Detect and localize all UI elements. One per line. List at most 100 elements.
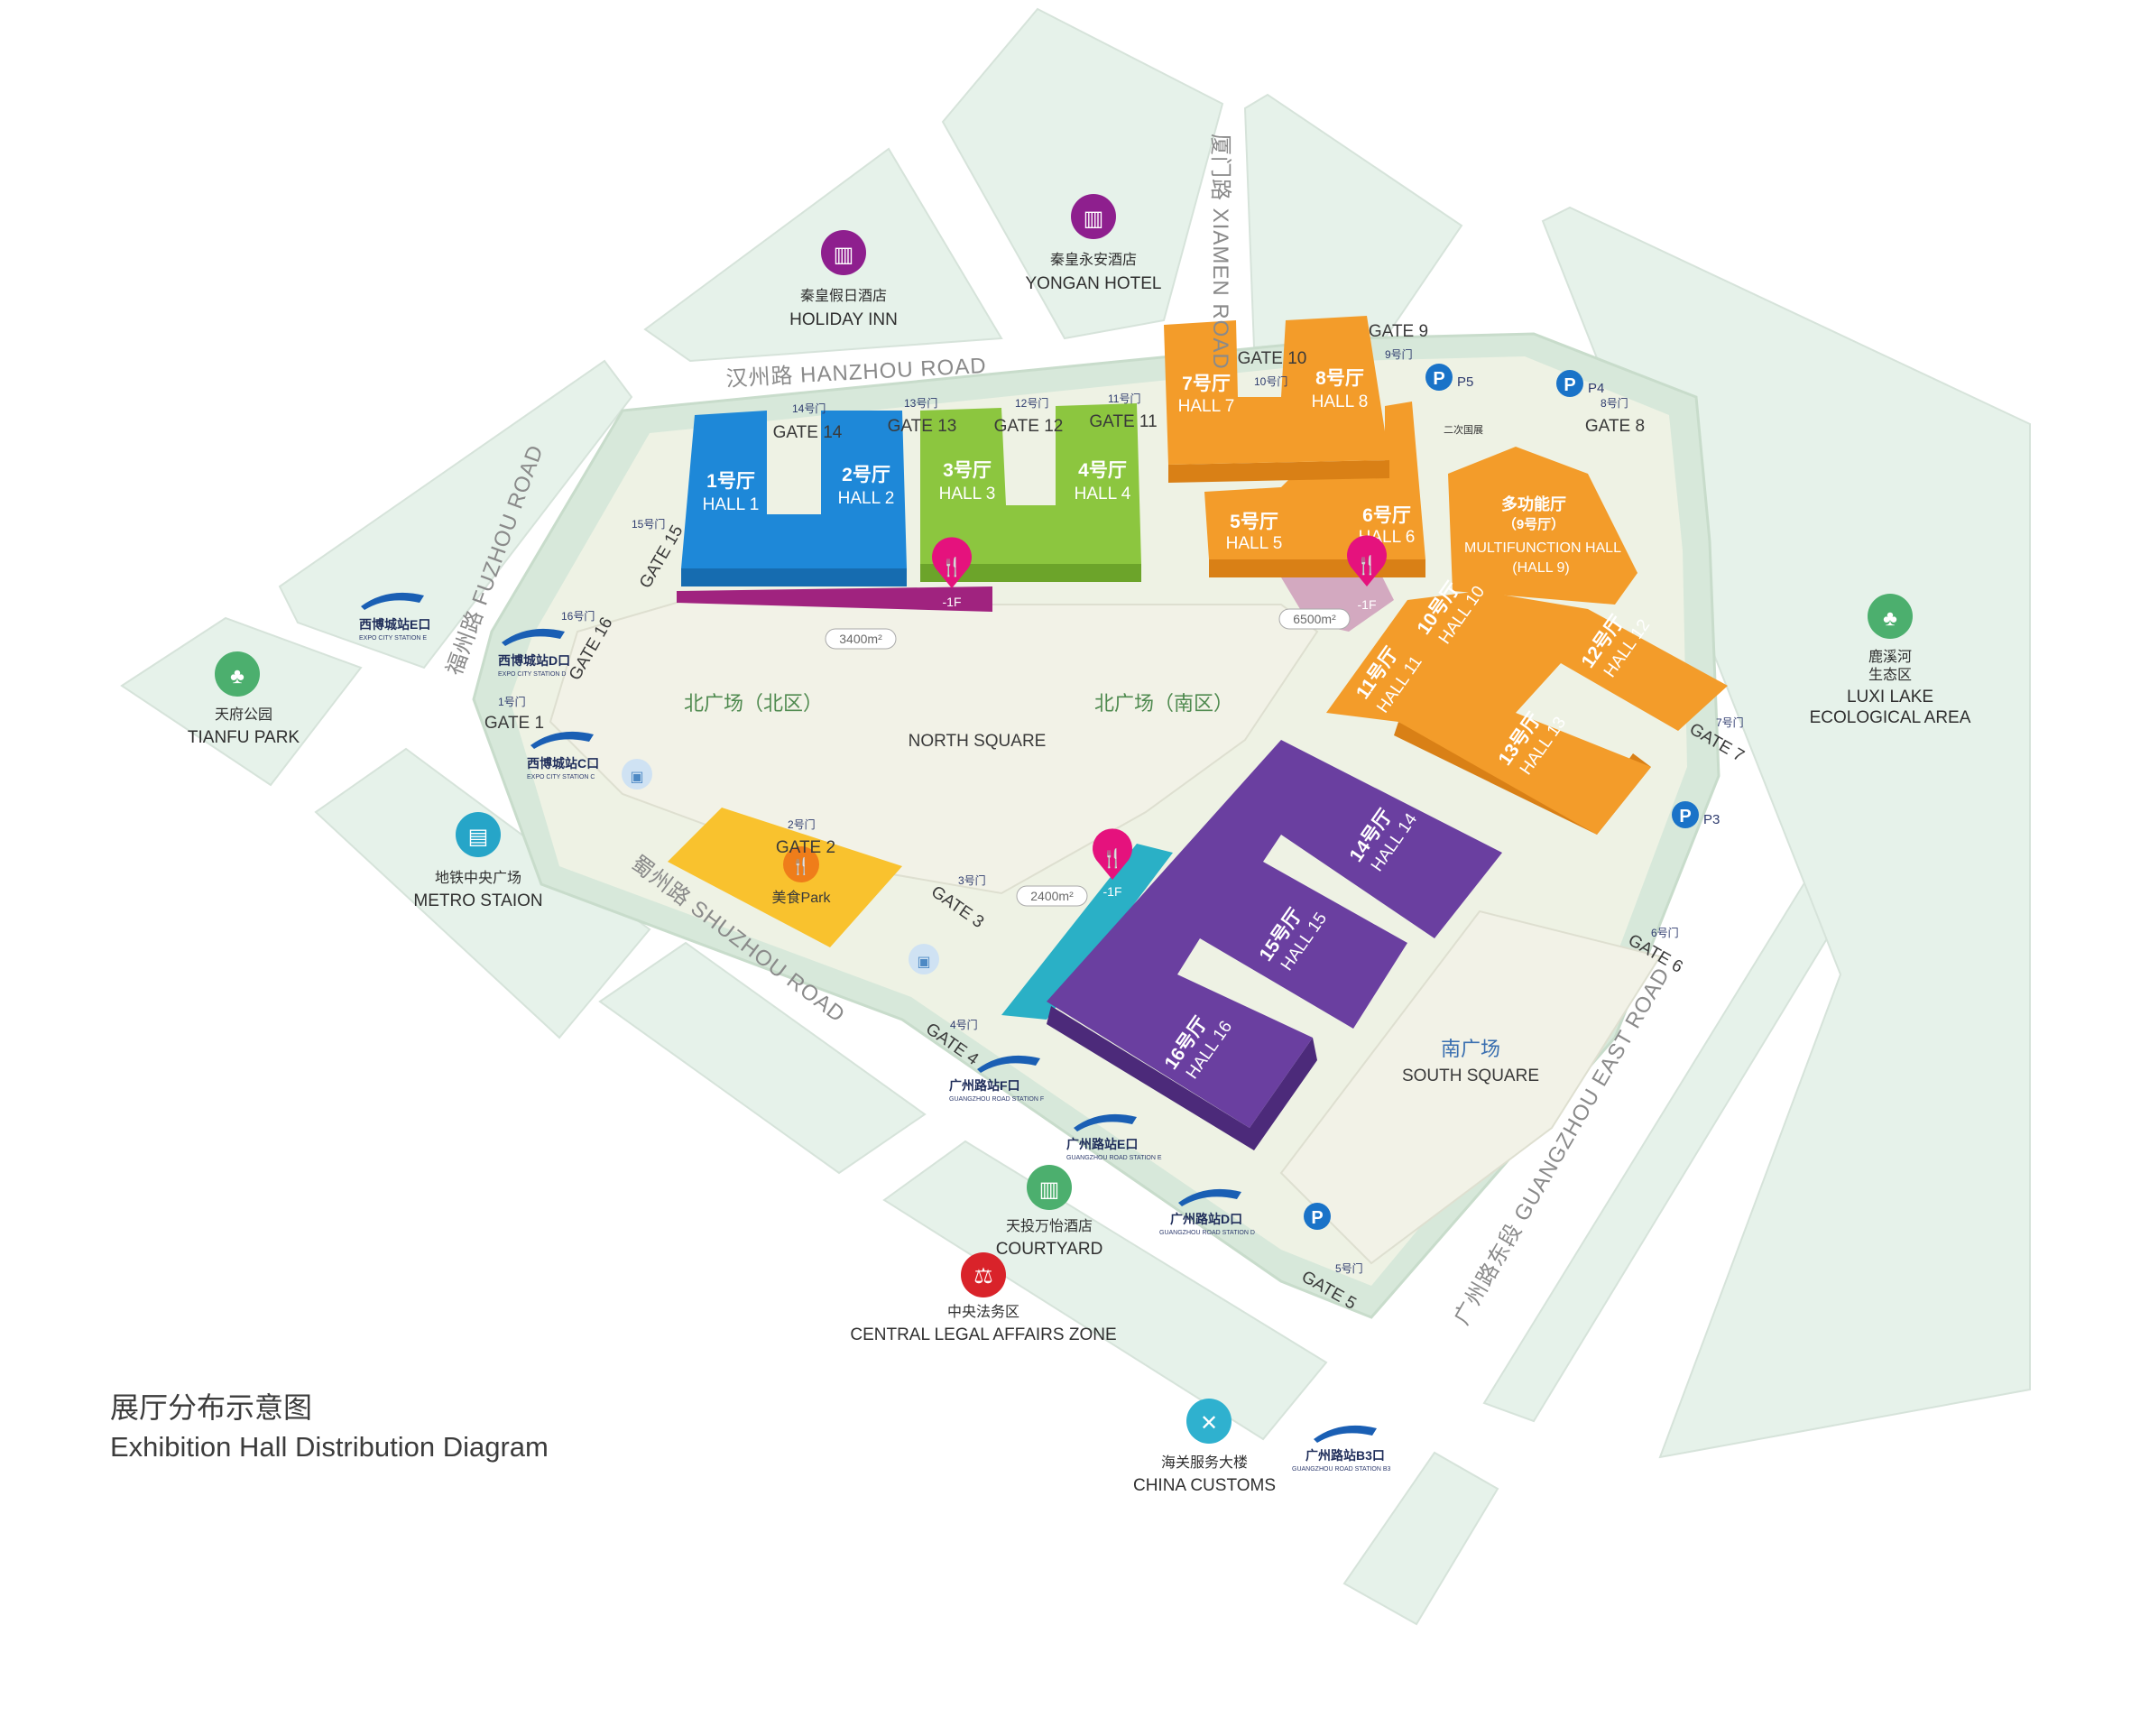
gate-14[interactable]: GATE 14 <box>773 423 843 442</box>
gate-1-cn: 1号门 <box>498 695 526 708</box>
hall-4-label-cn[interactable]: 4号厅 <box>1078 460 1127 481</box>
dining-pin-east-marker <box>1347 535 1387 586</box>
tree-icon: ♣ <box>1883 606 1897 631</box>
hall-14-16-building <box>1047 740 1502 1150</box>
bus-icon: ▣ <box>630 770 643 785</box>
poi-holiday-inn[interactable]: ▥ 秦皇假日酒店 HOLIDAY INN <box>789 230 898 329</box>
gate-11[interactable]: GATE 11 <box>1089 412 1157 431</box>
metro-swoosh-icon <box>1074 1113 1137 1131</box>
parking-p4[interactable]: P P4 <box>1556 370 1604 397</box>
hall-9-label-cn[interactable]: 多功能厅 <box>1501 494 1566 513</box>
bus-stop-west[interactable]: ▣ <box>622 759 652 790</box>
hall-7-label-cn[interactable]: 7号厅 <box>1182 374 1231 394</box>
yongan-cn: 秦皇永安酒店 <box>1050 252 1137 268</box>
poi-china-customs[interactable]: ✕ 海关服务大楼 CHINA CUSTOMS <box>1133 1399 1276 1495</box>
gate-7-cn: 7号门 <box>1716 716 1744 729</box>
metro-en: METRO STAION <box>413 891 542 910</box>
gate-9[interactable]: GATE 9 <box>1369 322 1428 341</box>
hall-1-label-cn[interactable]: 1号厅 <box>706 471 755 492</box>
dining-pin-east[interactable]: 🍴 -1F <box>1347 535 1387 612</box>
parking-icon: P <box>1564 375 1575 395</box>
legal-cn: 中央法务区 <box>947 1304 1019 1320</box>
gate-2[interactable]: GATE 2 <box>776 838 835 857</box>
block-yongan <box>941 7 1224 340</box>
holiday-inn-en: HOLIDAY INN <box>789 310 898 329</box>
parking-icon: P <box>1433 369 1444 389</box>
area-2400-label: 2400m² <box>1030 889 1074 903</box>
gate-8[interactable]: GATE 8 <box>1585 417 1645 436</box>
poi-luxi-lake[interactable]: ♣ 鹿溪河 生态区 LUXI LAKE ECOLOGICAL AREA <box>1810 594 1971 727</box>
fork-knife-icon: 🍴 <box>1356 554 1379 576</box>
courtyard-cn: 天投万怡酒店 <box>1006 1218 1093 1234</box>
south-square-en-label: SOUTH SQUARE <box>1402 1067 1539 1085</box>
poi-tianfu-park[interactable]: ♣ 天府公园 TIANFU PARK <box>188 651 300 747</box>
poi-legal-zone[interactable]: ⚖ 中央法务区 CENTRAL LEGAL AFFAIRS ZONE <box>850 1252 1117 1344</box>
hall-7-label-en[interactable]: HALL 7 <box>1178 397 1235 416</box>
hall-9-roof <box>1448 447 1637 605</box>
station-gz-f[interactable]: 广州路站F口 GUANGZHOU ROAD STATION F <box>949 1055 1044 1103</box>
hall-9-label-cn2[interactable]: （9号厅） <box>1503 516 1564 532</box>
gate-12[interactable]: GATE 12 <box>994 417 1064 436</box>
parking-p3[interactable]: P P3 <box>1672 801 1720 828</box>
gate-15-cn: 15号门 <box>632 517 665 531</box>
gate-10[interactable]: GATE 10 <box>1238 349 1307 368</box>
hall-5-label-cn[interactable]: 5号厅 <box>1230 512 1278 532</box>
dining-pin-south-marker <box>1093 828 1132 880</box>
station-gz-e[interactable]: 广州路站E口 GUANGZHOU ROAD STATION E <box>1066 1113 1162 1161</box>
dining-east-floor: -1F <box>1358 597 1377 612</box>
luxi-cn2: 生态区 <box>1868 667 1912 683</box>
station-gz-d[interactable]: 广州路站D口 GUANGZHOU ROAD STATION D <box>1159 1188 1255 1236</box>
food-court-pin[interactable]: 🍴 <box>783 846 819 882</box>
gate-1[interactable]: GATE 1 <box>484 714 544 733</box>
bus-stop-south[interactable]: ▣ <box>909 944 939 974</box>
expo-c-en: EXPO CITY STATION C <box>527 774 595 780</box>
fork-knife-icon: 🍴 <box>941 556 964 577</box>
gate-13[interactable]: GATE 13 <box>888 417 957 436</box>
hall-4-label-en[interactable]: HALL 4 <box>1075 485 1131 503</box>
tianfu-en: TIANFU PARK <box>188 728 300 747</box>
hall-1-2-roof <box>681 411 907 568</box>
hall-3-label-cn[interactable]: 3号厅 <box>943 460 992 481</box>
hall-2-label-cn[interactable]: 2号厅 <box>842 465 890 485</box>
hall-8-label-en[interactable]: HALL 8 <box>1312 392 1369 411</box>
parking-p5[interactable]: P P5 <box>1425 364 1473 391</box>
luxi-en2: ECOLOGICAL AREA <box>1810 708 1971 727</box>
gate-9-cn: 9号门 <box>1385 347 1413 361</box>
north-square-south-label: 北广场（南区） <box>1094 692 1233 715</box>
hall-14-16-roof <box>1047 740 1502 1128</box>
gate-16-cn: 16号门 <box>561 609 595 623</box>
station-gz-b3[interactable]: 广州路站B3口 GUANGZHOU ROAD STATION B3 <box>1292 1425 1391 1473</box>
hall-9-label-en2[interactable]: (HALL 9) <box>1512 560 1569 576</box>
hall-1-label-en[interactable]: HALL 1 <box>703 495 760 514</box>
gate-5-cn: 5号门 <box>1335 1261 1363 1275</box>
block-metro <box>314 747 651 1039</box>
parking-south[interactable]: P <box>1304 1203 1331 1230</box>
poi-yongan-hotel[interactable]: ▥ 秦皇永安酒店 YONGAN HOTEL <box>1026 194 1162 293</box>
dining-pin-north[interactable]: 🍴 -1F <box>932 537 972 609</box>
dining-pin-south[interactable]: 🍴 -1F <box>1093 828 1132 899</box>
station-expo-c[interactable]: 西博城站C口 EXPO CITY STATION C <box>527 731 599 780</box>
hall-9-label-en[interactable]: MULTIFUNCTION HALL <box>1464 540 1621 556</box>
hall-5-label-en[interactable]: HALL 5 <box>1226 534 1283 553</box>
gate-3-cn: 3号门 <box>958 873 986 887</box>
hall-6-label-cn[interactable]: 6号厅 <box>1362 505 1411 526</box>
hall-2-label-en[interactable]: HALL 2 <box>838 489 895 508</box>
area-badge-6500: 6500m² <box>1278 608 1351 630</box>
poi-metro-plaza[interactable]: ▤ 地铁中央广场 METRO STAION <box>413 812 543 910</box>
hall-10-13-building <box>1326 591 1728 835</box>
hall-3-label-en[interactable]: HALL 3 <box>939 485 996 503</box>
customs-cn: 海关服务大楼 <box>1161 1454 1248 1471</box>
food-court-area <box>668 808 902 947</box>
hall-5-8-building <box>1164 316 1425 577</box>
poi-courtyard[interactable]: ▥ 天投万怡酒店 COURTYARD <box>996 1165 1103 1259</box>
parking-p3-label: P3 <box>1703 812 1720 827</box>
station-expo-e[interactable]: 西博城站E口 EXPO CITY STATION E <box>359 592 430 642</box>
hall-5-6-roof <box>1204 402 1425 559</box>
hall-9-building <box>1448 447 1637 605</box>
hall-5-6-side <box>1209 559 1425 577</box>
food-court-label: 美食Park <box>772 890 832 906</box>
area-badge-2400: 2400m² <box>1016 885 1088 907</box>
station-expo-d[interactable]: 西博城站D口 EXPO CITY STATION D <box>498 628 570 678</box>
hall-8-label-cn[interactable]: 8号厅 <box>1315 368 1364 389</box>
